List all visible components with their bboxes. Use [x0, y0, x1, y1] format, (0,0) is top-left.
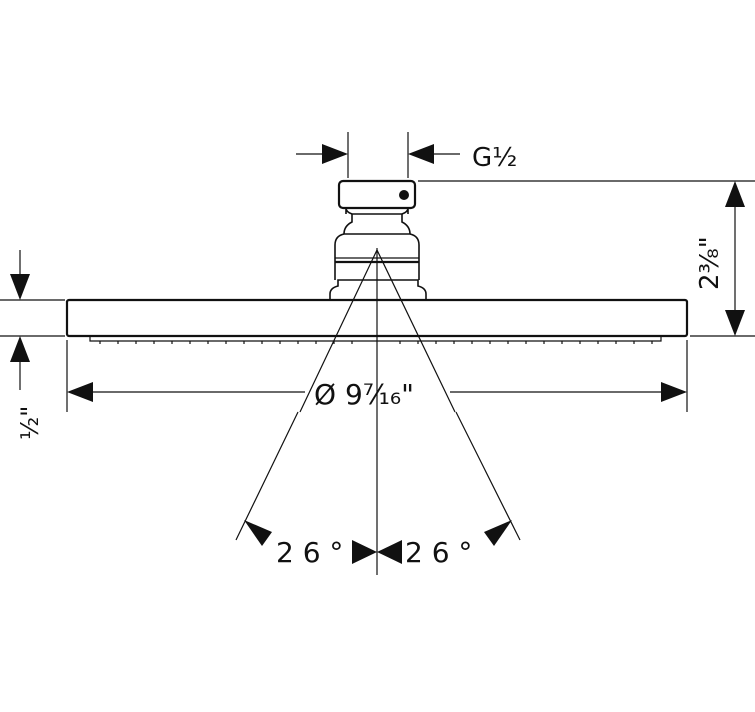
angle-left-label: 2 6 °	[276, 536, 343, 569]
height-dimension	[418, 180, 755, 337]
nut-hole-icon	[399, 190, 409, 200]
diameter-dimension	[66, 340, 688, 412]
thread-dimension	[296, 132, 460, 178]
thickness-dimension	[0, 250, 65, 390]
height-label: 2³⁄₈"	[695, 236, 725, 290]
thread-label: G½	[472, 143, 517, 173]
connector-assembly	[329, 179, 427, 300]
spray-angle-lines	[235, 249, 521, 541]
thickness-label: ½"	[16, 406, 44, 440]
nozzle-row	[89, 336, 662, 344]
diameter-label: Ø 9⁷⁄₁₆"	[314, 378, 414, 411]
angle-dimension	[244, 520, 512, 564]
angle-right-label: 2 6 °	[405, 536, 472, 569]
